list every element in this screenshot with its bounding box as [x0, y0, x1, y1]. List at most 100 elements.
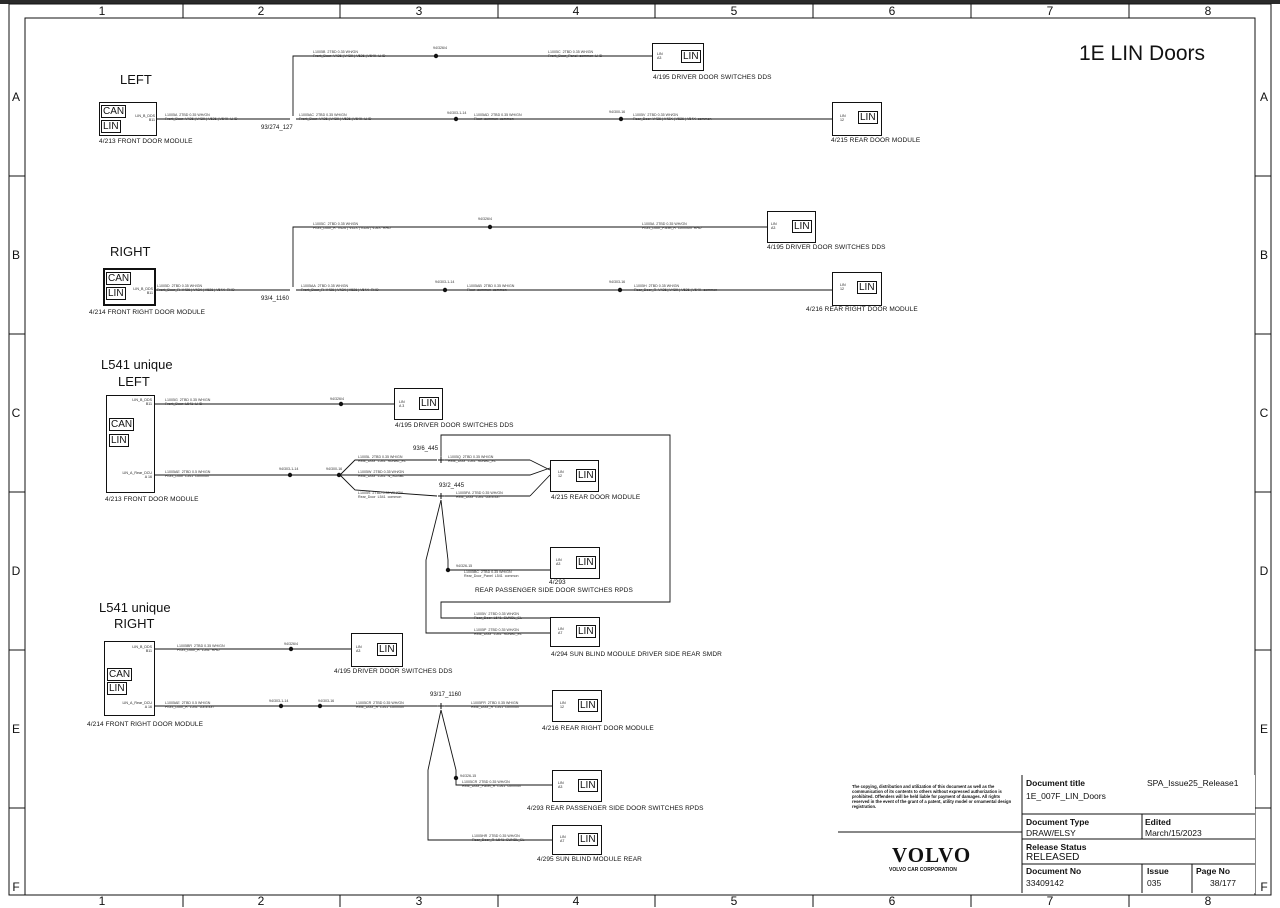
driver-door-switches-e-caption: 4/195 DRIVER DOOR SWITCHES DDS: [334, 668, 453, 675]
section-b-wires: [152, 226, 832, 291]
can-label: CAN: [109, 418, 135, 431]
wire-label: L1005H 2TBD 0.35 WH/GN Rear_Door_R V426 …: [634, 284, 718, 293]
wire-label: L1005V 2TBD 0.35 WH/GN Rear_Door V426 | …: [633, 113, 712, 122]
lin-label: LIN: [377, 643, 397, 656]
pin-label: LIN A3: [771, 222, 777, 230]
driver-door-switches-b[interactable]: LIN A3 LIN: [767, 211, 816, 243]
wire-label: L1005CR 2TBD 0.35 WH/GN Rear_Door_R L541…: [356, 701, 404, 710]
pin-label: LIN_A_Rear_DCU A 16: [122, 701, 152, 709]
wire-label: L1005AE 2TBD 0.5 WH/GN Front_Door_R L541…: [165, 701, 214, 710]
lin-label: LIN: [681, 50, 701, 63]
pin-label: LIN 12: [840, 283, 846, 291]
rear-door-module-a[interactable]: LIN 12 LIN: [832, 102, 882, 136]
lin-label: LIN: [792, 220, 812, 233]
pin-label: LIN_B_DDS B11: [135, 114, 155, 122]
edited-value: March/15/2023: [1145, 828, 1202, 838]
front-right-door-module-e-caption: 4/214 FRONT RIGHT DOOR MODULE: [87, 721, 204, 728]
column-label-6-bottom: 6: [888, 894, 896, 908]
section-left-heading: LEFT: [120, 72, 152, 87]
rear-right-door-module-b[interactable]: LIN 12 LIN: [832, 272, 882, 306]
splice-label: 94/326-15: [460, 774, 477, 778]
driver-door-switches-e[interactable]: LIN A3 LIN: [351, 633, 403, 667]
column-label-7-bottom: 7: [1046, 894, 1054, 908]
doc-type-label: Document Type: [1026, 817, 1090, 827]
row-label-e: E: [11, 722, 20, 736]
driver-door-switches-b-caption: 4/195 DRIVER DOOR SWITCHES DDS: [767, 244, 886, 251]
can-label: CAN: [107, 668, 133, 681]
column-label-1: 1: [98, 4, 106, 18]
wire-label: L1005A 2TBD 0.35 WH/GN Front_Door V426 |…: [165, 113, 238, 122]
section-l541-left-heading: L541 unique: [101, 357, 173, 372]
row-label-a: A: [11, 90, 20, 104]
wire-label: L1005AA 2TBD 0.35 WH/GN Front_Door_R V42…: [301, 284, 379, 293]
lin-label: LIN: [576, 556, 596, 569]
row-label-c-right: C: [1259, 406, 1269, 420]
wire-label: L1005L 2TBD 0.35 WH/GN Rear_Door L541 SU…: [358, 455, 406, 464]
volvo-logo: VOLVO: [892, 843, 972, 867]
pin-label: LIN_B_DDS B11: [132, 645, 152, 653]
column-label-8: 8: [1204, 4, 1212, 18]
front-door-module-c[interactable]: LIN_B_DDS B11 CAN LIN LIN_A_Rear_DCU A 1…: [106, 395, 155, 493]
pin-label: LIN A3: [558, 781, 564, 789]
row-label-b: B: [11, 248, 20, 262]
splice-label: 94/326-15: [456, 564, 473, 568]
doc-no-label: Document No: [1026, 866, 1082, 876]
splice-label: 94/303-1-14: [269, 699, 289, 703]
splice-label: 94/303-1-14: [435, 280, 455, 284]
wire-label: L1005BC 2TBD 0.35 WH/GN Rear_Door_Panel …: [464, 570, 519, 579]
front-right-door-module-e[interactable]: LIN_B_DDS B11 CAN LIN LIN_A_Rear_DCU A 1…: [104, 641, 155, 716]
driver-door-switches-a[interactable]: LIN A3 LIN: [652, 43, 704, 71]
outer-frame: [8, 3, 1272, 896]
front-door-module-a[interactable]: CAN LIN LIN_B_DDS B11: [99, 102, 157, 136]
splice-dots: [278, 53, 624, 781]
lin-label: LIN: [576, 625, 596, 638]
column-label-4-bottom: 4: [572, 894, 580, 908]
pin-label: LIN A3: [657, 52, 663, 60]
section-l541-left-subheading: LEFT: [118, 374, 150, 389]
wire-label: L1005AE 2TBD 0.5 WH/GN Front_Door L541 c…: [165, 470, 211, 479]
junction-label-a: 93/274_127: [261, 125, 293, 131]
splice-label: 94/326/4: [330, 397, 344, 401]
row-label-c: C: [11, 406, 21, 420]
issue-value: 035: [1147, 878, 1162, 888]
sun-blind-module-rear-e[interactable]: LIN A7 LIN: [552, 825, 602, 855]
title-block-lines: [838, 775, 1255, 893]
lin-label: LIN: [578, 833, 598, 846]
lin-label: LIN: [576, 469, 596, 482]
lin-label: LIN: [858, 111, 878, 124]
driver-door-switches-c-caption: 4/195 DRIVER DOOR SWITCHES DDS: [395, 422, 514, 429]
column-label-6: 6: [888, 4, 896, 18]
rear-passenger-switches-c-caption-2: REAR PASSENGER SIDE DOOR SWITCHES RPDS: [475, 587, 633, 594]
splice-label: 94/326/4: [478, 217, 492, 221]
column-label-8-bottom: 8: [1204, 894, 1212, 908]
splice-label: 94/300-16: [326, 467, 343, 471]
front-right-door-module-b[interactable]: CAN LIN LIN_B_DDS B11: [103, 268, 156, 306]
column-label-4: 4: [572, 4, 580, 18]
rear-door-module-c[interactable]: LIN 12 LIN: [550, 460, 599, 492]
sun-blind-module-driver-rear-c[interactable]: LIN A7 LIN: [550, 617, 600, 647]
doc-title-ref: SPA_Issue25_Release1: [1147, 778, 1239, 788]
junction-label-e: 93/17_1160: [430, 692, 462, 698]
section-e-wires: [153, 648, 552, 841]
rear-right-door-module-b-caption: 4/216 REAR RIGHT DOOR MODULE: [806, 306, 918, 313]
rear-passenger-switches-c[interactable]: LIN A3 LIN: [550, 547, 600, 579]
column-label-7: 7: [1046, 4, 1054, 18]
volvo-company-name: VOLVO CAR CORPORATION: [889, 867, 957, 873]
column-ticks: [182, 4, 1130, 907]
section-a-wires: [155, 55, 832, 120]
pin-label: LIN_B_DDS B11: [132, 398, 152, 406]
page-no-value: 38/177: [1210, 878, 1236, 888]
rear-right-door-module-e[interactable]: LIN 12 LIN: [552, 690, 602, 722]
front-right-door-module-b-caption: 4/214 FRONT RIGHT DOOR MODULE: [89, 309, 206, 316]
section-l541-right-subheading: RIGHT: [114, 616, 155, 631]
edited-label: Edited: [1145, 817, 1171, 827]
section-c-wires: [153, 403, 671, 634]
lin-label: LIN: [578, 699, 598, 712]
wire-label: L1005C 2TBD 0.35 WH/GN Front_Door_R V426…: [313, 222, 391, 231]
wire-label: L1005FA 2TBD 0.35 WH/GN Rear_Door L541 c…: [456, 491, 503, 500]
wire-label: L1005HR 2TBD 0.35 WH/GN Rear_Door_R L541…: [472, 834, 525, 843]
rear-passenger-switches-e[interactable]: LIN A3 LIN: [552, 770, 602, 802]
pin-label: LIN_B_DDS B11: [133, 287, 153, 295]
column-label-3: 3: [415, 4, 423, 18]
driver-door-switches-c[interactable]: LIN A 3 LIN: [394, 388, 443, 420]
